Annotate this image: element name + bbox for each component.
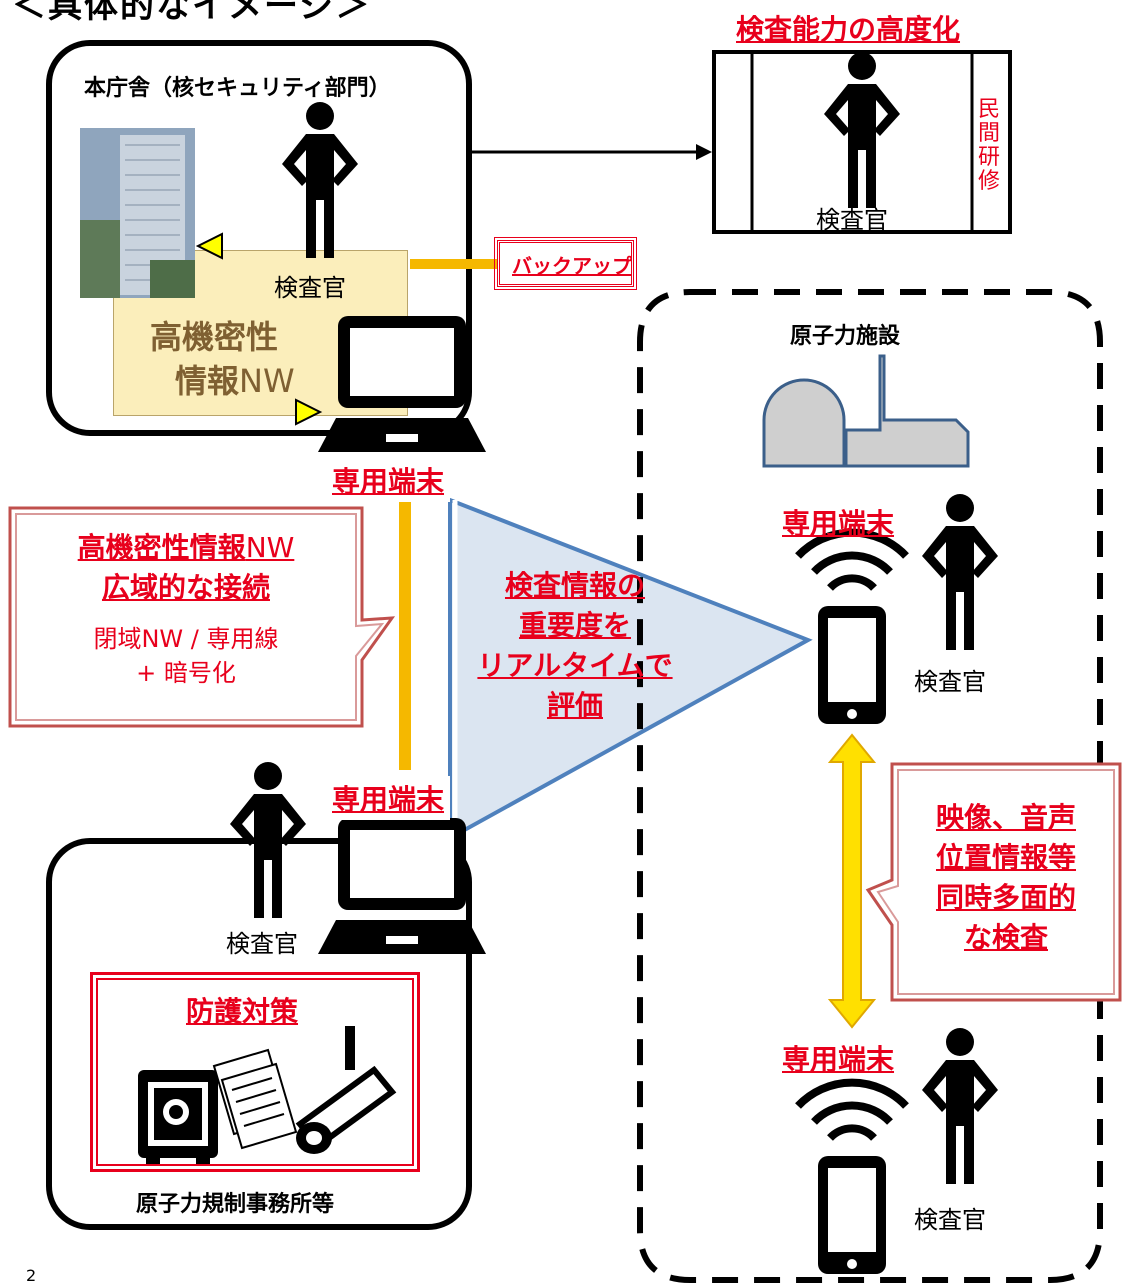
facility-bottom-inspector-icon [922, 1028, 998, 1184]
wide-callout-text: 高機密性情報NW 広域的な接続 閉域NW / 専用線 + 暗号化 [16, 528, 356, 690]
hq-building-image [80, 128, 195, 298]
facility-title: 原子力施設 [790, 324, 901, 349]
wide-callout-shape [8, 506, 396, 728]
nw-panel-line1: 高機密性 [150, 318, 279, 356]
multi-callout-text: 映像、音声 位置情報等 同時多面的 な検査 [898, 798, 1114, 958]
office-terminal-label: 専用端末 [326, 776, 451, 820]
office-terminal-laptop-icon [318, 818, 486, 954]
nuclear-plant-icon [762, 354, 970, 468]
double-arrow-icon [827, 733, 877, 1029]
nw-panel-arrow-right-icon [295, 398, 323, 426]
evaluation-triangle [448, 497, 813, 842]
hq-box [46, 40, 472, 436]
facility-top-terminal-label: 専用端末 [782, 507, 895, 540]
nw-panel-line2: 情報NW [175, 356, 295, 402]
security-camera-icon [295, 1026, 397, 1154]
wide-callout-line3: 閉域NW / 専用線 [93, 625, 279, 653]
wide-callout-line1-b: NW [245, 531, 295, 564]
evaluation-text: 検査情報の 重要度を リアルタイムで 評価 [470, 566, 680, 726]
header-fragment: ＜具体的なイメージ＞ [12, 0, 372, 26]
hq-terminal-laptop-icon [318, 316, 486, 452]
facility-top-phone-icon [798, 533, 906, 724]
nw-panel-arrow-left-icon [195, 232, 223, 260]
nw-panel-line2-a: 情報 [175, 362, 240, 400]
facility-top-inspector-icon [922, 494, 998, 650]
facility-top-inspector-label: 検査官 [914, 668, 986, 696]
facility-bottom-inspector-label: 検査官 [914, 1206, 986, 1234]
protection-box [90, 972, 420, 1172]
multi-callout-line3: 同時多面的 [935, 881, 1076, 914]
hq-terminal-label: 専用端末 [326, 458, 451, 502]
evaluation-line3: リアルタイムで [477, 649, 673, 682]
evaluation-line2: 重要度を [518, 609, 631, 642]
facility-bottom-phone-icon [798, 1083, 906, 1274]
nw-panel-line2-b: NW [239, 362, 295, 400]
office-inspector-icon [230, 762, 306, 918]
multi-callout-line1: 映像、音声 [935, 801, 1076, 834]
wide-callout-line4: + 暗号化 [136, 659, 236, 687]
evaluation-line4: 評価 [546, 689, 603, 722]
page-number: 2 [26, 1266, 37, 1285]
hq-inspector-label: 検査官 [274, 274, 346, 302]
backup-label: バックアップ [512, 254, 632, 278]
multi-callout-shape [865, 762, 1122, 1002]
hq-title: 本庁舎（核セキュリティ部門） [84, 76, 391, 101]
training-inspector-icon [824, 52, 900, 208]
training-inspector-label: 検査官 [816, 206, 888, 234]
wide-callout-line2: 広域的な接続 [101, 571, 270, 604]
wide-callout-line1-a: 高機密性情報 [77, 531, 246, 564]
facility-bottom-terminal-label: 専用端末 [782, 1043, 895, 1076]
documents-icon [212, 1048, 298, 1150]
multi-callout-line2: 位置情報等 [935, 841, 1076, 874]
hq-inspector-icon [282, 102, 358, 258]
facility-dashed-boundary [637, 289, 1103, 1283]
evaluation-line1: 検査情報の [504, 569, 645, 602]
safe-icon [138, 1070, 218, 1164]
protection-title: 防護対策 [186, 995, 299, 1028]
training-side-label: 民間研修 [978, 97, 1001, 194]
office-inspector-label: 検査官 [226, 930, 298, 958]
multi-callout-line4: な検査 [963, 921, 1048, 954]
arrow-hq-to-training [472, 144, 712, 160]
backup-box [494, 237, 637, 290]
training-title: 検査能力の高度化 [736, 13, 961, 46]
office-title: 原子力規制事務所等 [136, 1192, 335, 1217]
